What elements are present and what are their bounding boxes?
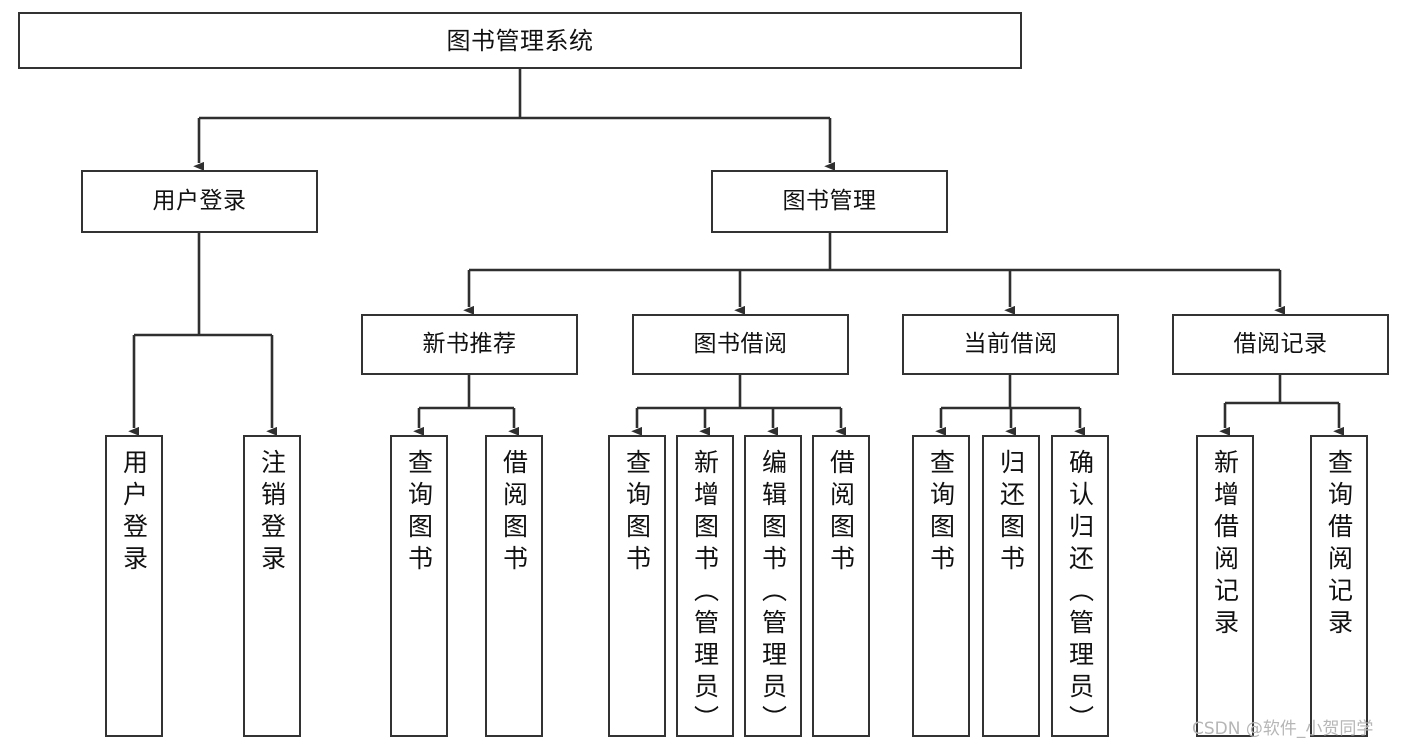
node-leaf-return-book-label: 归还图书 [996,449,1026,577]
node-leaf-add-record[interactable]: 新增借阅记录 [1196,435,1254,737]
node-user-login-label: 用户登录 [152,188,247,214]
node-leaf-confirm-return[interactable]: 确认归还（管理员） [1051,435,1109,737]
node-leaf-borrow-book-2[interactable]: 借阅图书 [812,435,870,737]
node-new-book-recommend-label: 新书推荐 [422,331,517,357]
node-current-borrow[interactable]: 当前借阅 [902,314,1119,375]
node-leaf-borrow-book-1[interactable]: 借阅图书 [485,435,543,737]
csdn-watermark: CSDN @软件_小贺同学 [1192,719,1374,739]
node-book-borrow-label: 图书借阅 [693,331,788,357]
node-leaf-user-logout[interactable]: 注销登录 [243,435,301,737]
node-leaf-user-login-label: 用户登录 [119,449,149,577]
node-new-book-recommend[interactable]: 新书推荐 [361,314,578,375]
node-leaf-borrow-book-1-label: 借阅图书 [499,449,529,577]
node-leaf-query-book-2-label: 查询图书 [622,449,652,577]
node-root-label: 图书管理系统 [446,26,594,55]
node-leaf-return-book[interactable]: 归还图书 [982,435,1040,737]
node-user-login[interactable]: 用户登录 [81,170,318,233]
node-leaf-add-record-label: 新增借阅记录 [1210,449,1240,641]
node-leaf-query-book-3-label: 查询图书 [926,449,956,577]
node-leaf-borrow-book-2-label: 借阅图书 [826,449,856,577]
node-borrow-record[interactable]: 借阅记录 [1172,314,1389,375]
node-book-manage[interactable]: 图书管理 [711,170,948,233]
node-leaf-query-book-2[interactable]: 查询图书 [608,435,666,737]
node-book-borrow[interactable]: 图书借阅 [632,314,849,375]
node-leaf-edit-book-label: 编辑图书（管理员） [758,449,788,737]
node-leaf-user-logout-label: 注销登录 [257,449,287,577]
node-leaf-query-record-label: 查询借阅记录 [1324,449,1354,641]
node-leaf-query-book-1[interactable]: 查询图书 [390,435,448,737]
node-leaf-confirm-return-label: 确认归还（管理员） [1065,449,1095,737]
node-leaf-query-book-3[interactable]: 查询图书 [912,435,970,737]
node-book-manage-label: 图书管理 [782,188,877,214]
node-leaf-query-book-1-label: 查询图书 [404,449,434,577]
node-leaf-add-book[interactable]: 新增图书（管理员） [676,435,734,737]
node-leaf-user-login[interactable]: 用户登录 [105,435,163,737]
node-leaf-query-record[interactable]: 查询借阅记录 [1310,435,1368,737]
node-root[interactable]: 图书管理系统 [18,12,1022,69]
node-leaf-add-book-label: 新增图书（管理员） [690,449,720,737]
node-leaf-edit-book[interactable]: 编辑图书（管理员） [744,435,802,737]
node-borrow-record-label: 借阅记录 [1233,331,1328,357]
node-current-borrow-label: 当前借阅 [963,331,1058,357]
